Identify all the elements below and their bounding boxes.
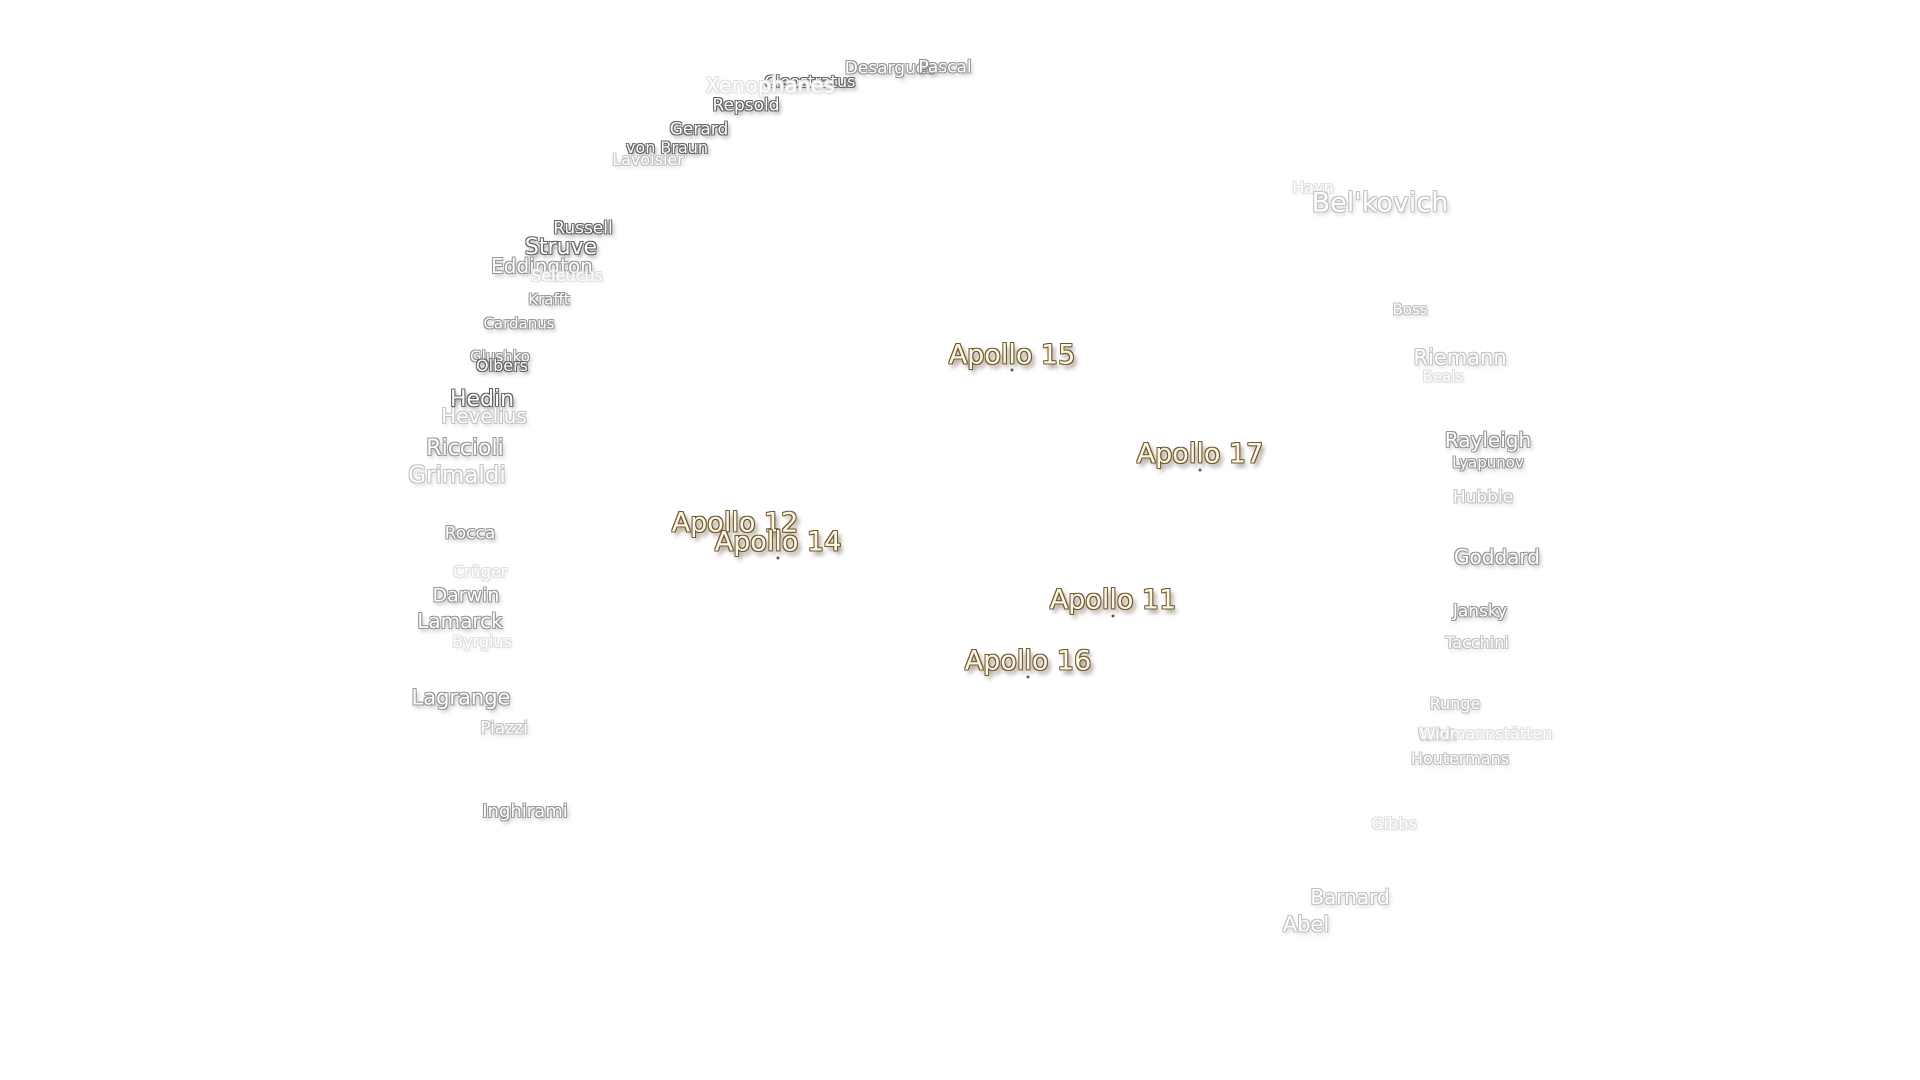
apollo-11-site-marker <box>1111 614 1115 618</box>
crater-label-cardanus[interactable]: Cardanus <box>483 314 555 333</box>
apollo-17-site-marker <box>1198 468 1202 472</box>
crater-label-repsold[interactable]: Repsold <box>712 95 780 116</box>
crater-label-belkovich[interactable]: Bel'kovich <box>1311 187 1449 219</box>
crater-label-hevelius[interactable]: Hevelius <box>441 404 527 428</box>
crater-label-pascal[interactable]: Pascal <box>918 57 972 78</box>
crater-label-russell[interactable]: Russell <box>553 218 613 239</box>
crater-label-inghirami[interactable]: Inghirami <box>482 801 568 822</box>
crater-label-rayleigh[interactable]: Rayleigh <box>1444 428 1532 452</box>
crater-label-cruger[interactable]: Crüger <box>452 562 508 581</box>
crater-label-wildt[interactable]: Wildt <box>1417 725 1457 744</box>
apollo-16-site-marker <box>1026 675 1030 679</box>
crater-label-lamarck[interactable]: Lamarck <box>417 609 503 633</box>
crater-label-riemann[interactable]: Riemann <box>1413 345 1507 370</box>
crater-label-struve[interactable]: Struve <box>524 235 598 260</box>
crater-label-darwin[interactable]: Darwin <box>432 584 500 607</box>
crater-label-von-braun[interactable]: von Braun <box>625 138 709 157</box>
crater-label-runge[interactable]: Runge <box>1429 694 1481 713</box>
crater-label-grimaldi[interactable]: Grimaldi <box>408 462 506 489</box>
crater-label-xenophanes[interactable]: Xenophanes <box>705 73 835 98</box>
crater-label-seleucus[interactable]: Seleucus <box>531 266 603 285</box>
crater-label-abel[interactable]: Abel <box>1282 912 1330 937</box>
crater-label-lavoisier[interactable]: Lavoisier <box>612 150 684 169</box>
crater-label-hedin[interactable]: Hedin <box>449 387 515 412</box>
apollo-11-label[interactable]: Apollo 11 <box>1049 584 1177 616</box>
apollo-14-label[interactable]: Apollo 14 <box>714 526 842 558</box>
apollo-15-label[interactable]: Apollo 15 <box>948 339 1076 371</box>
crater-label-glushko[interactable]: Glushko <box>470 347 530 366</box>
crater-label-widmannstatten[interactable]: Widmannstätten <box>1419 724 1553 743</box>
crater-label-cleostratus[interactable]: Cleostratus <box>764 72 856 91</box>
apollo-14-site-marker <box>776 556 780 560</box>
crater-label-piazzi[interactable]: Piazzi <box>480 718 528 739</box>
crater-label-boss[interactable]: Boss <box>1392 300 1428 319</box>
crater-label-desargues[interactable]: Desargues <box>844 58 936 79</box>
crater-label-rocca[interactable]: Rocca <box>444 523 496 544</box>
crater-label-tacchini[interactable]: Tacchini <box>1445 633 1509 652</box>
crater-label-goddard[interactable]: Goddard <box>1454 545 1540 569</box>
crater-label-beals[interactable]: Beals <box>1422 367 1464 386</box>
crater-label-hayn[interactable]: Hayn <box>1292 178 1334 197</box>
crater-label-gerard[interactable]: Gerard <box>669 119 729 140</box>
crater-label-lyapunov[interactable]: Lyapunov <box>1452 453 1524 472</box>
crater-label-byrgius[interactable]: Byrgius <box>452 632 512 651</box>
apollo-16-label[interactable]: Apollo 16 <box>964 645 1092 677</box>
crater-label-olbers[interactable]: Olbers <box>476 356 528 375</box>
crater-label-gibbs[interactable]: Gibbs <box>1371 814 1417 833</box>
crater-label-krafft[interactable]: Krafft <box>528 290 570 309</box>
crater-label-riccioli[interactable]: Riccioli <box>426 436 504 461</box>
apollo-15-site-marker <box>1010 368 1014 372</box>
apollo-12-label[interactable]: Apollo 12 <box>671 507 799 539</box>
apollo-17-label[interactable]: Apollo 17 <box>1136 438 1264 470</box>
crater-label-jansky[interactable]: Jansky <box>1452 601 1508 622</box>
crater-label-eddington[interactable]: Eddington <box>491 254 593 278</box>
crater-label-lagrange[interactable]: Lagrange <box>411 685 511 710</box>
crater-label-barnard[interactable]: Barnard <box>1310 885 1390 909</box>
crater-label-hubble[interactable]: Hubble <box>1452 487 1514 508</box>
crater-label-houtermans[interactable]: Houtermans <box>1410 749 1510 768</box>
